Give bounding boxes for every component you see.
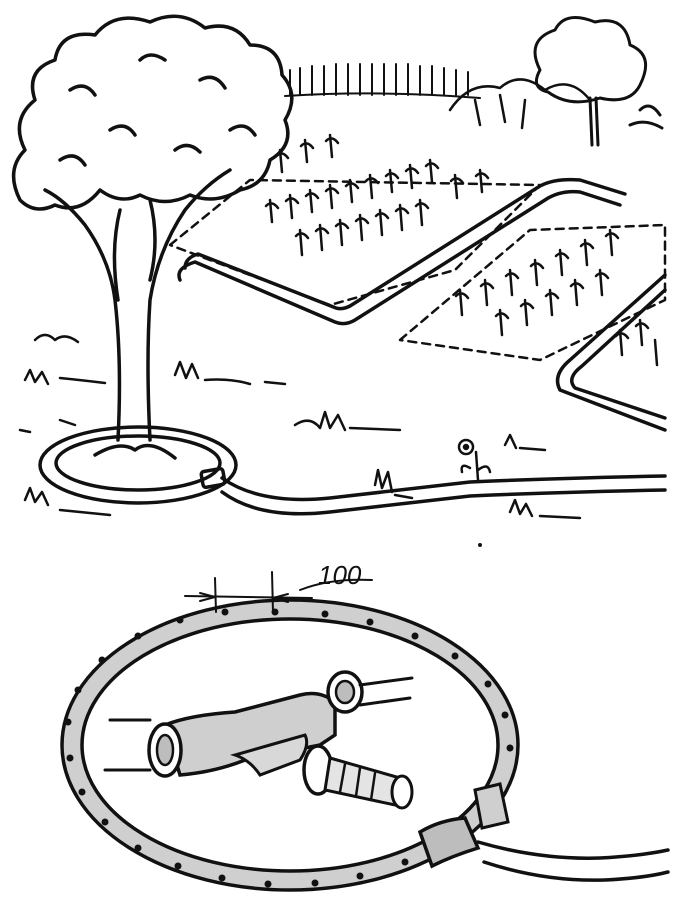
background-bushes — [448, 78, 592, 130]
tree-trunk — [43, 168, 232, 460]
bed-2-hose — [555, 273, 667, 432]
distant-tree — [533, 16, 664, 147]
grass-tufts — [18, 333, 582, 520]
tee-fitting — [103, 670, 414, 810]
supply-hose — [476, 840, 670, 882]
main-hose — [220, 474, 667, 516]
background-fence — [284, 63, 481, 99]
dimension-marks — [184, 571, 373, 613]
bed-2-plants — [454, 228, 659, 367]
ring-tee-connector — [417, 782, 510, 869]
dimension-label: 100 — [318, 560, 362, 590]
ring-hose-detail: 100 — [60, 560, 670, 892]
flower — [457, 438, 492, 482]
bed-1-plants — [264, 133, 490, 257]
tree-ring-hose — [38, 425, 238, 505]
garden-bed-2 — [398, 223, 667, 362]
perforation-holes — [64, 608, 514, 888]
bed-1-hose — [177, 177, 627, 326]
tree-canopy — [11, 14, 294, 211]
garden-scene — [11, 14, 667, 520]
